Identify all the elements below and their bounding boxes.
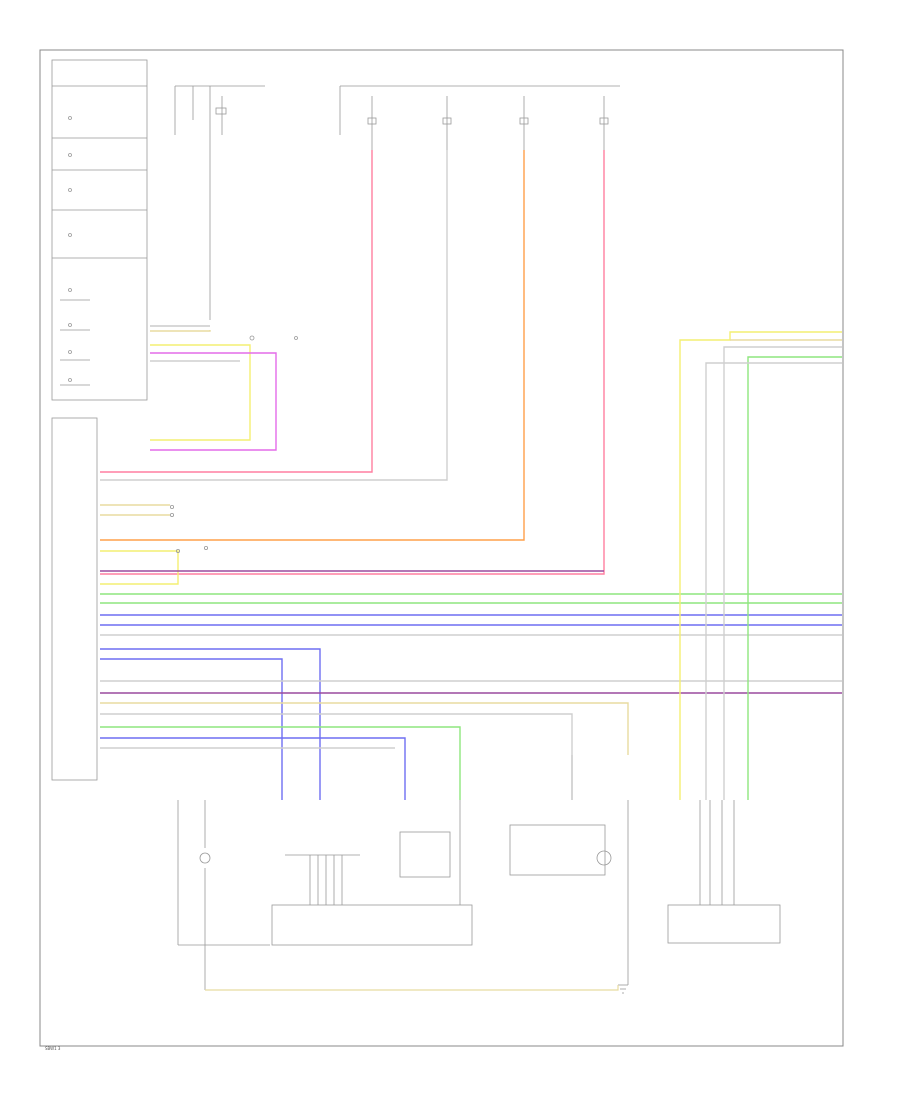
diagram-frame	[39, 49, 844, 1047]
wire-yellow-2	[100, 550, 179, 585]
wire-blue-3	[100, 648, 321, 800]
wire-blue-4	[100, 658, 283, 800]
wire-pink-1	[100, 150, 373, 473]
wire-gray-2	[100, 150, 448, 481]
wire-green-3	[100, 726, 461, 800]
wire-gray-7	[723, 346, 842, 800]
splice-markers	[169, 504, 208, 554]
wire-yellow-1	[150, 344, 251, 441]
wire-blue-5	[100, 737, 406, 800]
central-electronic-module	[51, 417, 98, 781]
wire-gray-5	[100, 713, 573, 755]
lower-components	[177, 755, 781, 994]
fuse-block-right	[339, 85, 620, 150]
wire-gray-8	[705, 362, 842, 800]
wire-tan-4	[100, 702, 629, 755]
wire-violet-1	[150, 352, 277, 451]
wire-orange-1	[100, 150, 525, 541]
wires	[100, 150, 842, 800]
fuse-block-left	[174, 85, 265, 320]
wire-stub-group-top	[150, 325, 298, 341]
ground-return-wire	[205, 985, 619, 991]
headlight-switch-panel	[51, 59, 148, 401]
footer-code: SBW1 3	[45, 1046, 61, 1051]
wire-green-4	[747, 356, 842, 800]
wire-tan-1	[150, 330, 211, 332]
wire-pink-2	[100, 150, 605, 575]
wire-yellow-3	[679, 331, 842, 800]
